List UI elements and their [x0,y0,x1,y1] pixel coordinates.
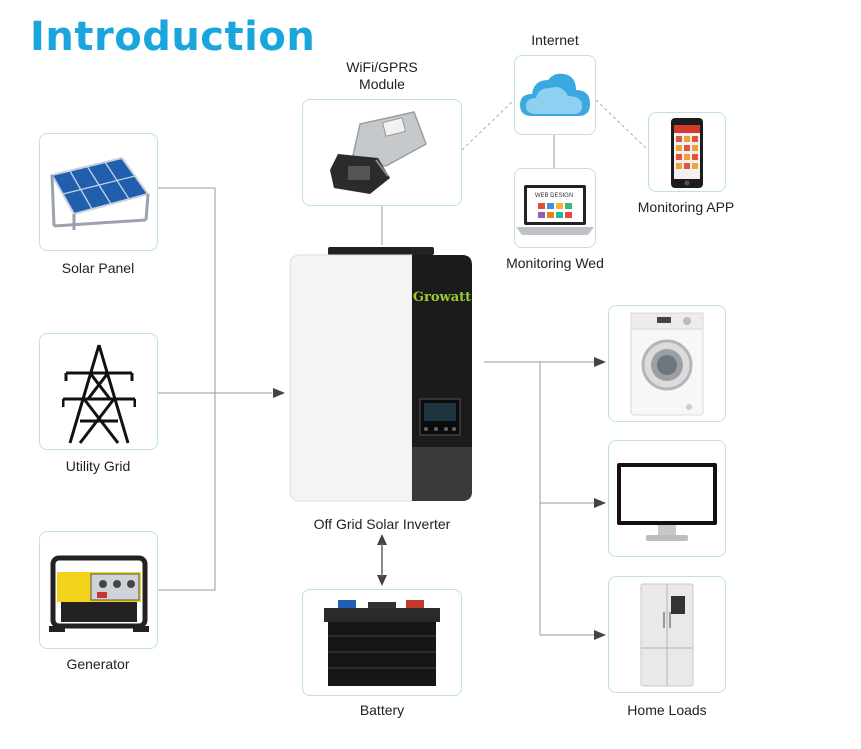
monitoring-web-label: Monitoring Wed [506,255,604,271]
module-internet-link [461,99,515,151]
arrow-to-inverter [273,388,285,398]
solar-panel-icon [50,156,150,230]
cloud-icon [520,73,590,116]
smartphone-icon [671,118,703,188]
refrigerator-icon [640,583,694,687]
source-bus-line [158,187,216,591]
arrow-down-battery [377,575,387,586]
wifi-module-label-line2: Module [359,76,405,92]
battery-label: Battery [359,702,405,718]
internet-app-link [595,99,649,151]
utility-grid-card [39,333,158,450]
arrow-to-washer [594,357,606,367]
page-title: Introduction [30,14,316,60]
internet-label: Internet [531,32,579,48]
generator-label: Generator [66,656,130,672]
home-loads-label: Home Loads [627,702,707,718]
wifi-module-label-line1: WiFi/GPRS [346,59,418,75]
arrow-up-inverter [377,534,387,545]
transmission-tower-icon [62,344,136,444]
battery-icon [324,600,440,686]
utility-grid-label: Utility Grid [65,458,131,474]
arrow-to-monitor [594,498,606,508]
arrow-to-fridge [594,630,606,640]
computer-monitor-icon [617,463,717,541]
monitoring-app-label: Monitoring APP [637,199,735,215]
wifi-module-icon [330,111,427,194]
generator-icon [49,555,149,632]
inverter-brand-logo: Growatt [412,290,472,305]
washing-machine-icon [630,312,704,416]
wifi-module-label: WiFi/GPRS Module [302,59,462,93]
inverter-label: Off Grid Solar Inverter [313,516,451,532]
web-screen-text: WEB DESIGN [534,193,574,199]
solar-panel-label: Solar Panel [61,260,135,276]
laptop-icon [516,185,594,235]
inverter-image [289,247,472,502]
